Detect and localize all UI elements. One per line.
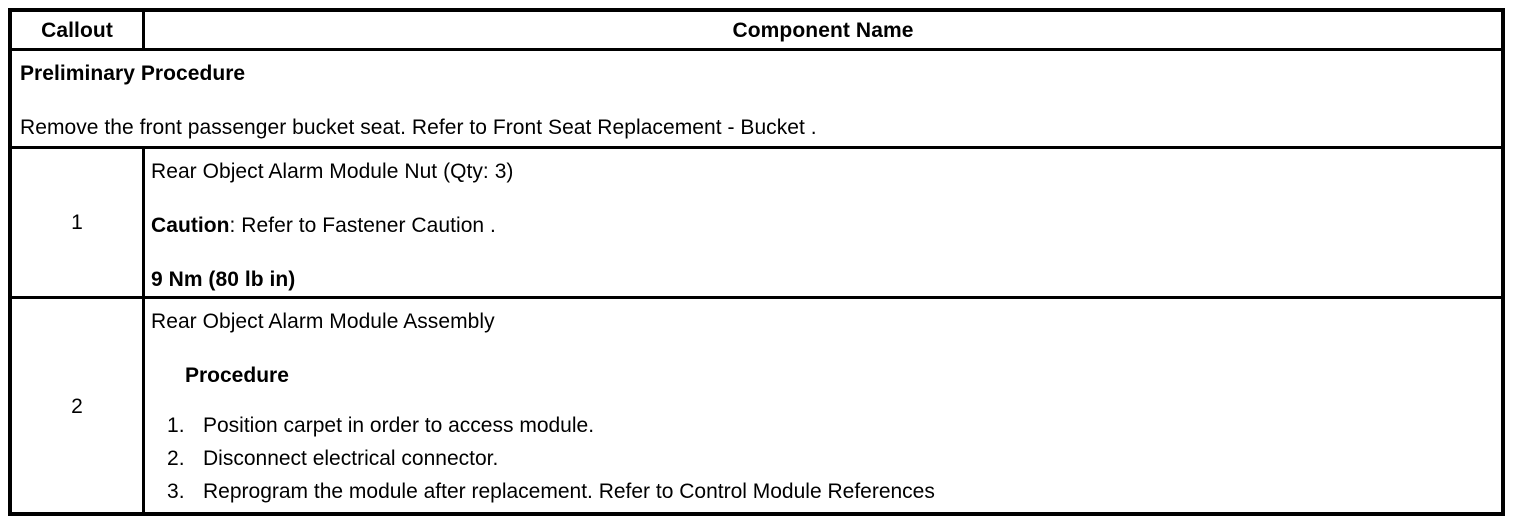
component-cell-1: Rear Object Alarm Module Nut (Qty: 3) Ca… [145, 149, 1501, 296]
list-item: Reprogram the module after replacement. … [167, 480, 935, 504]
caution-label: Caution [151, 214, 230, 237]
component-name-2: Rear Object Alarm Module Assembly [151, 310, 495, 333]
callout-number-2: 2 [71, 395, 83, 418]
preliminary-procedure-row: Preliminary Procedure Remove the front p… [12, 51, 1501, 149]
procedure-heading-2: Procedure [185, 364, 289, 387]
procedure-step-list: Position carpet in order to access modul… [151, 414, 1501, 504]
component-name-1: Rear Object Alarm Module Nut (Qty: 3) [151, 160, 514, 183]
torque-specification-1: 9 Nm (80 lb in) [151, 268, 296, 291]
preliminary-procedure-cell: Preliminary Procedure Remove the front p… [12, 51, 1501, 146]
table-header-row: Callout Component Name [12, 12, 1501, 51]
callout-number-1: 1 [71, 211, 83, 234]
preliminary-procedure-heading: Preliminary Procedure [20, 62, 246, 85]
header-cell-callout: Callout [12, 12, 145, 48]
table-row: 1 Rear Object Alarm Module Nut (Qty: 3) … [12, 149, 1501, 299]
callout-cell-2: 2 [12, 299, 145, 512]
column-header-callout: Callout [41, 18, 113, 42]
preliminary-procedure-text: Remove the front passenger bucket seat. … [20, 116, 817, 139]
caution-text: : Refer to Fastener Caution . [229, 214, 496, 237]
table-row: 2 Rear Object Alarm Module Assembly Proc… [12, 299, 1501, 512]
list-item: Disconnect electrical connector. [167, 447, 499, 471]
callout-cell-1: 1 [12, 149, 145, 296]
component-cell-2: Rear Object Alarm Module Assembly Proced… [145, 299, 1501, 512]
header-cell-component-name: Component Name [145, 12, 1501, 48]
service-procedure-table: Callout Component Name Preliminary Proce… [8, 8, 1505, 516]
caution-line-1: Caution: Refer to Fastener Caution . [151, 215, 1501, 237]
list-item: Position carpet in order to access modul… [167, 414, 595, 438]
column-header-component-name: Component Name [732, 18, 914, 42]
